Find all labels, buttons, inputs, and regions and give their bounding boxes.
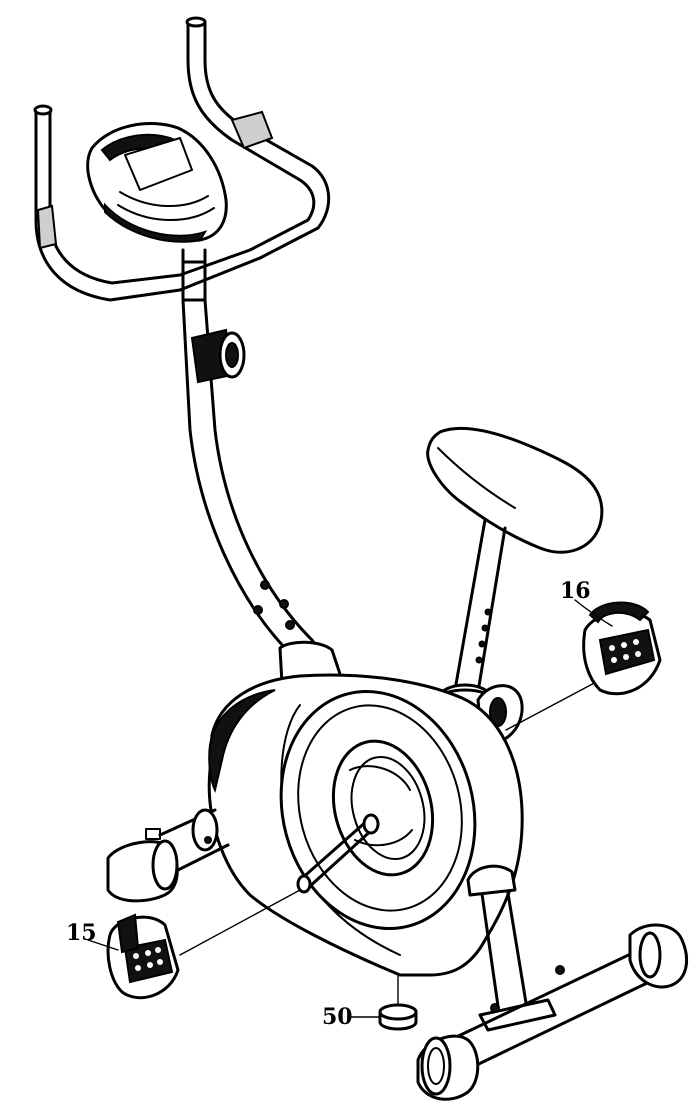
callout-16: 16 [560, 578, 613, 627]
crank-axle [296, 813, 380, 894]
console-display [86, 122, 228, 243]
front-stabilizer [106, 808, 230, 903]
callout-15: 15 [66, 920, 119, 951]
rear-stabilizer [416, 923, 689, 1101]
rear-support [466, 864, 565, 1032]
callout-50: 50 [322, 1004, 381, 1030]
foot-pad-50 [378, 974, 418, 1031]
tension-knob [190, 328, 246, 384]
seat [426, 427, 604, 554]
pedal-15 [106, 889, 301, 1000]
pedal-16 [505, 601, 662, 731]
callout-15-label: 15 [66, 920, 97, 946]
handlebar [33, 16, 331, 302]
handlebar-post [181, 248, 344, 692]
